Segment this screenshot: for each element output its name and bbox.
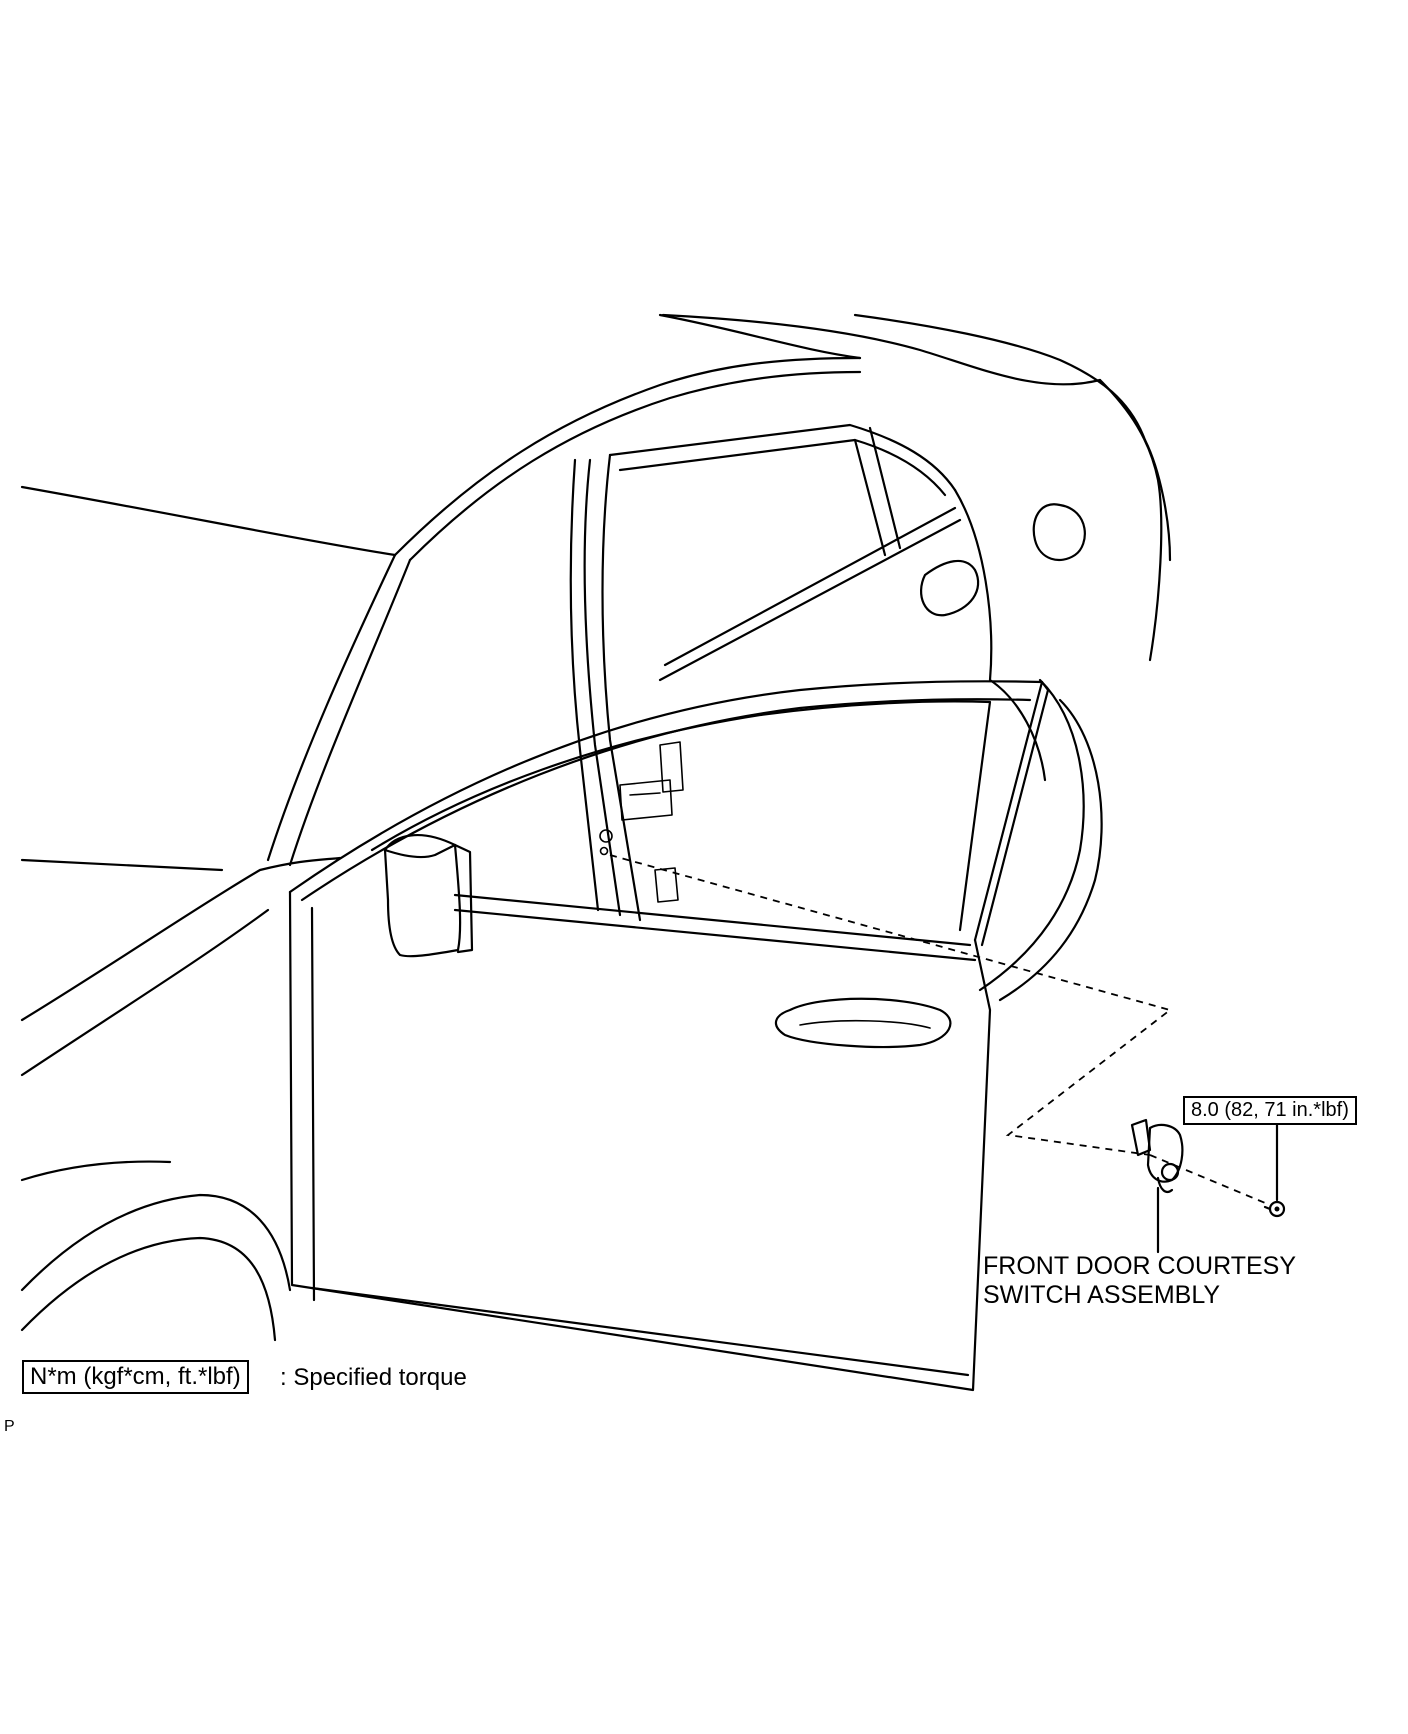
rear-wheel-arch [978, 678, 1103, 1002]
corner-mark: P [4, 1418, 15, 1435]
roof-outline [266, 313, 862, 867]
part-label-line-1: FRONT DOOR COURTESY [983, 1252, 1296, 1280]
torque-callout: 8.0 (82, 71 in.*lbf) [1183, 1096, 1357, 1125]
courtesy-switch-part [1130, 1118, 1184, 1194]
front-door-outline [288, 680, 1050, 1392]
dashed-leader-lines [609, 854, 1271, 1206]
part-label: FRONT DOOR COURTESY SWITCH ASSEMBLY [983, 1252, 1296, 1310]
rear-deck-outline [661, 313, 1172, 662]
front-fender-outline [20, 856, 342, 1342]
legend-unit-box: N*m (kgf*cm, ft.*lbf) [22, 1360, 249, 1394]
rear-door-frame [569, 423, 1047, 922]
screw-icon [1263, 1200, 1286, 1218]
side-mirror [383, 833, 474, 958]
legend-description: : Specified torque [280, 1364, 467, 1391]
part-label-line-2: SWITCH ASSEMBLY [983, 1280, 1221, 1309]
callout-leaders [1156, 1120, 1279, 1254]
hood-outline [20, 485, 397, 872]
door-latch-detail [599, 741, 684, 903]
